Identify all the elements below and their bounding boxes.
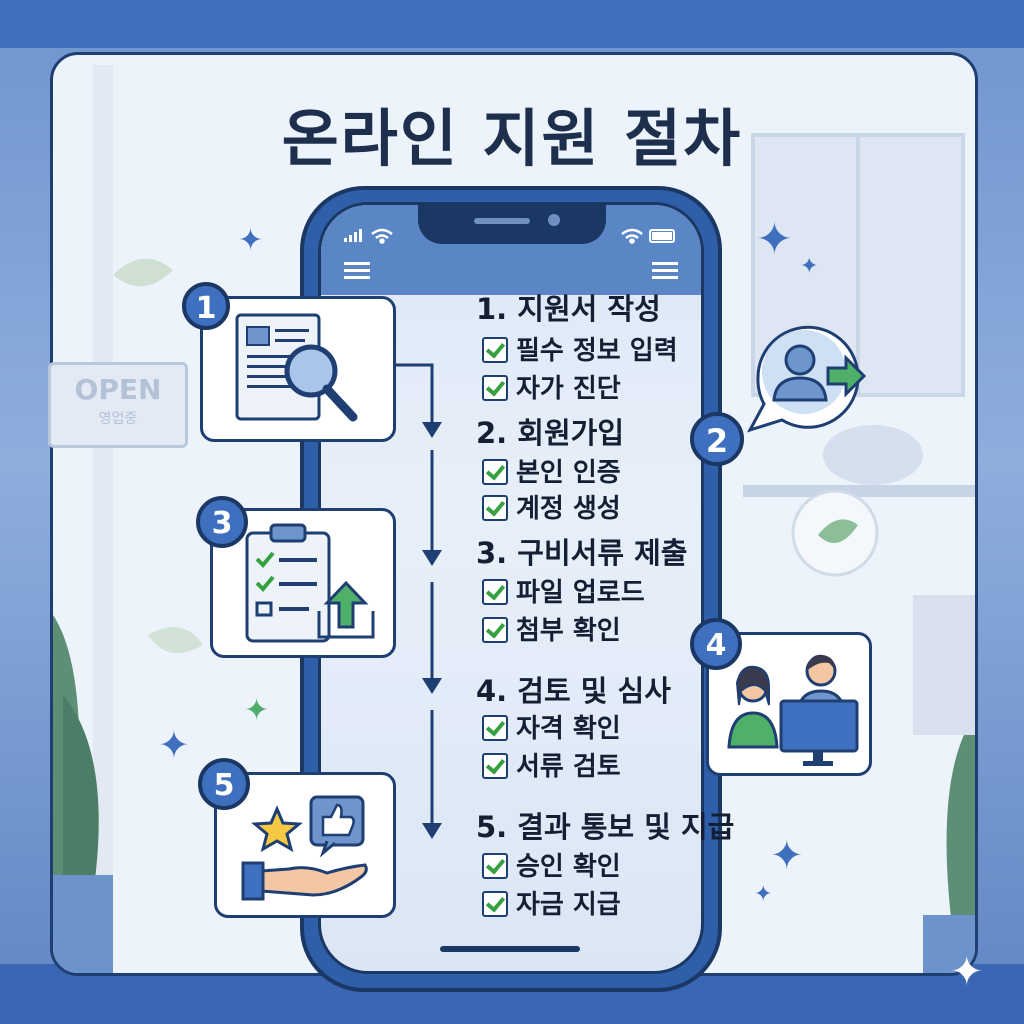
step-3-item: 파일 업로드	[482, 572, 645, 609]
checkbox-icon	[482, 616, 508, 643]
checkbox-icon	[482, 336, 508, 363]
step-5-item-2-label: 자금 지급	[516, 890, 621, 920]
step-1-title: 1. 지원서 작성	[476, 292, 661, 326]
step-4-item: 서류 검토	[482, 746, 621, 783]
checkbox-icon	[482, 494, 508, 521]
step-4-item: 자격 확인	[482, 708, 621, 745]
step-3-item-2-label: 첨부 확인	[516, 616, 621, 646]
step-1-item-1-label: 필수 정보 입력	[516, 336, 678, 366]
open-sign: OPEN 영업중	[48, 362, 188, 448]
step-5-item: 승인 확인	[482, 846, 621, 883]
phone-speaker	[474, 218, 530, 224]
sparkle-icon: ✦	[238, 223, 264, 258]
checkbox-icon	[482, 714, 508, 741]
checkbox-icon	[482, 578, 508, 605]
sparkle-icon: ✦	[756, 214, 793, 265]
phone-status-bar	[344, 228, 678, 279]
step-1-item-2-label: 자가 진단	[516, 374, 621, 404]
checkbox-icon	[482, 752, 508, 779]
sparkle-icon: ✦	[770, 833, 804, 879]
step-3-title: 3. 구비서류 제출	[476, 536, 688, 570]
step-1-card	[200, 296, 396, 442]
camera-icon	[548, 214, 560, 226]
page-title: 온라인 지원 절차	[281, 102, 743, 175]
step-2-item: 본인 인증	[482, 452, 621, 489]
home-indicator	[440, 946, 580, 952]
step-4-title: 4. 검토 및 심사	[476, 674, 671, 708]
reviewers-icon	[688, 654, 859, 766]
hand-star-thumbs-up-icon	[241, 795, 368, 901]
step-5-item-1-label: 승인 확인	[516, 852, 621, 882]
open-sign-text: OPEN	[74, 373, 162, 406]
phone-notch	[418, 204, 606, 244]
step-2-item-1-label: 본인 인증	[516, 458, 621, 488]
step-2-badge: 2	[690, 412, 744, 466]
checkbox-icon	[482, 890, 508, 917]
step-5-title: 5. 결과 통보 및 지급	[476, 810, 735, 844]
step-1-item: 자가 진단	[482, 368, 621, 405]
step-2-item-2-label: 계정 생성	[516, 494, 621, 524]
clipboard-upload-icon	[245, 523, 375, 643]
step-1-item: 필수 정보 입력	[482, 330, 678, 367]
step-3-item-1-label: 파일 업로드	[516, 578, 645, 608]
menu-icon[interactable]	[652, 262, 678, 279]
step-1-badge: 1	[182, 282, 230, 330]
checkbox-icon	[482, 374, 508, 401]
open-sign-subtext: 영업중	[98, 411, 138, 427]
sparkle-icon: ✦	[800, 254, 819, 279]
document-search-icon	[235, 313, 358, 422]
battery-icon	[649, 229, 675, 243]
sparkle-icon: ✦	[950, 949, 984, 995]
step-5-badge: 5	[198, 758, 250, 810]
step-4-card	[688, 632, 872, 776]
sparkle-icon: ✦	[158, 723, 190, 767]
top-band	[0, 0, 1024, 48]
step-3-item: 첨부 확인	[482, 610, 621, 647]
user-arrow-icon	[746, 325, 867, 433]
menu-icon[interactable]	[344, 262, 370, 279]
flow-arrows	[394, 363, 442, 839]
sparkle-icon: ✦	[244, 693, 270, 728]
step-4-item-1-label: 자격 확인	[516, 714, 621, 744]
checkbox-icon	[482, 852, 508, 879]
step-4-badge: 4	[690, 618, 742, 670]
step-2-item: 계정 생성	[482, 488, 621, 525]
step-2-title: 2. 회원가입	[476, 416, 625, 450]
step-3-badge: 3	[196, 496, 248, 548]
wifi-icon	[371, 228, 393, 244]
step-5-item: 자금 지급	[482, 884, 621, 921]
checkbox-icon	[482, 458, 508, 485]
sparkle-icon: ✦	[754, 882, 773, 907]
signal-icon	[344, 229, 362, 242]
step-4-item-2-label: 서류 검토	[516, 752, 621, 782]
wifi-icon	[621, 228, 643, 244]
